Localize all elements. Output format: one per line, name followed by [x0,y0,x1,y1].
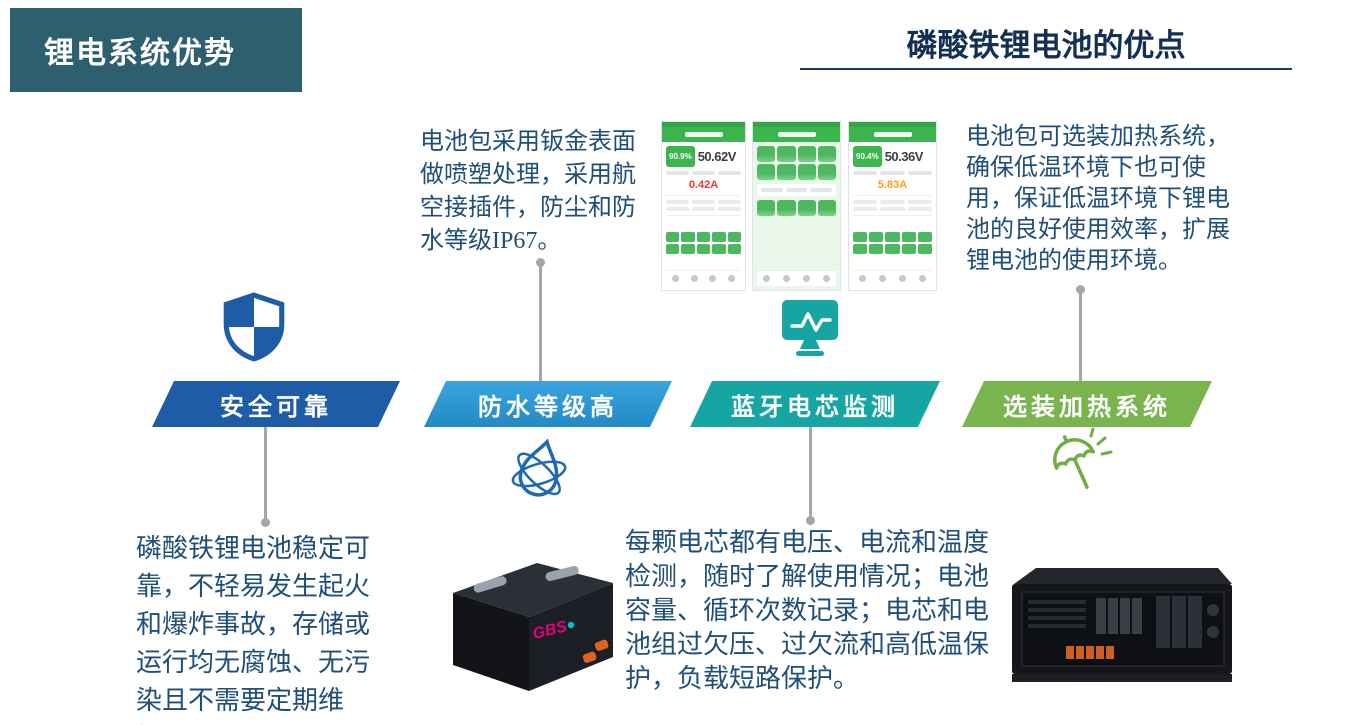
phone-body: 90.9% 50.62V 0.42A [662,142,745,290]
phone-nav-bar [757,270,836,286]
current-value: 0.42A [688,179,719,191]
phone-status-bar [849,122,936,127]
voltage-value: 50.62V [697,149,737,164]
voltage-value: 50.36V [884,149,924,164]
monitoring-text: 每颗电芯都有电压、电流和温度检测，随时了解使用情况；电池容量、循环次数记录；电芯… [625,528,990,693]
phone-title-placeholder [873,132,912,137]
detail-table [853,195,932,216]
app-screenshot-overview-2: 90.4% 50.36V 5.83A [848,121,937,291]
banner-waterproof: 防水等级高 [424,381,672,427]
banner-label: 蓝牙电芯监测 [731,394,899,421]
soc-value: 90.9% [666,146,695,167]
banner-label: 安全可靠 [220,394,332,421]
sun-umbrella-icon [1040,426,1120,511]
connector-safety [261,427,270,527]
battery-summary-row: 90.4% 50.36V [853,146,932,167]
page-badge: 锂电系统优势 [10,8,302,92]
phone-status-bar [662,122,745,127]
water-drop-icon [504,434,576,511]
battery-box-photo: GBS [445,553,617,700]
banner-safety: 安全可靠 [152,381,400,427]
banner-label: 选装加热系统 [1003,394,1171,421]
rack-power-unit-photo [1008,558,1236,695]
app-screenshot-cell-monitor [752,121,841,291]
cell-status-grid [666,232,741,254]
app-screenshot-overview-1: 90.9% 50.62V 0.42A [661,121,746,291]
phone-title-placeholder [777,132,816,137]
connector-waterproof [536,258,545,381]
banner-label: 防水等级高 [478,394,618,421]
detail-bars [853,171,932,175]
detail-bars [666,171,741,175]
battery-state-grid [757,200,836,216]
phone-status-bar [753,122,840,127]
cell-icon-grid [757,146,836,180]
detail-strip [757,184,836,196]
phone-app-header [753,127,840,142]
page-title: 磷酸铁锂电池的优点 [906,28,1186,63]
banner-bluetooth-monitoring: 蓝牙电芯监测 [690,381,940,427]
soc-value: 90.4% [853,146,882,167]
banner-heating-option: 选装加热系统 [962,381,1212,427]
heating-text: 电池包可选装加热系统，确保低温环境下也可使用，保证低温环境下锂电池的良好使用效率… [966,124,1230,274]
title-underline [800,68,1292,70]
safety-text: 磷酸铁锂电池稳定可靠，不轻易发生起火和爆炸事故，存储或运行均无腐蚀、无污染且不需… [136,534,371,725]
waterproof-text: 电池包采用钣金表面做喷塑处理，采用航空接插件，防尘和防水等级IP67。 [420,129,636,254]
phone-nav-bar [853,270,932,286]
cell-status-grid [853,232,932,254]
phone-nav-bar [666,270,741,286]
connector-heating [1076,285,1085,381]
phone-app-header [849,127,936,142]
battery-summary-row: 90.9% 50.62V [666,146,741,167]
phone-body [753,142,840,290]
phone-title-placeholder [684,132,723,137]
connector-bluetooth [806,427,815,525]
monitor-pulse-icon [774,292,846,369]
detail-table [666,195,741,216]
phone-app-header [662,127,745,142]
shield-check-icon [217,290,291,369]
current-value: 5.83A [877,179,908,191]
phone-body: 90.4% 50.36V 5.83A [849,142,936,290]
